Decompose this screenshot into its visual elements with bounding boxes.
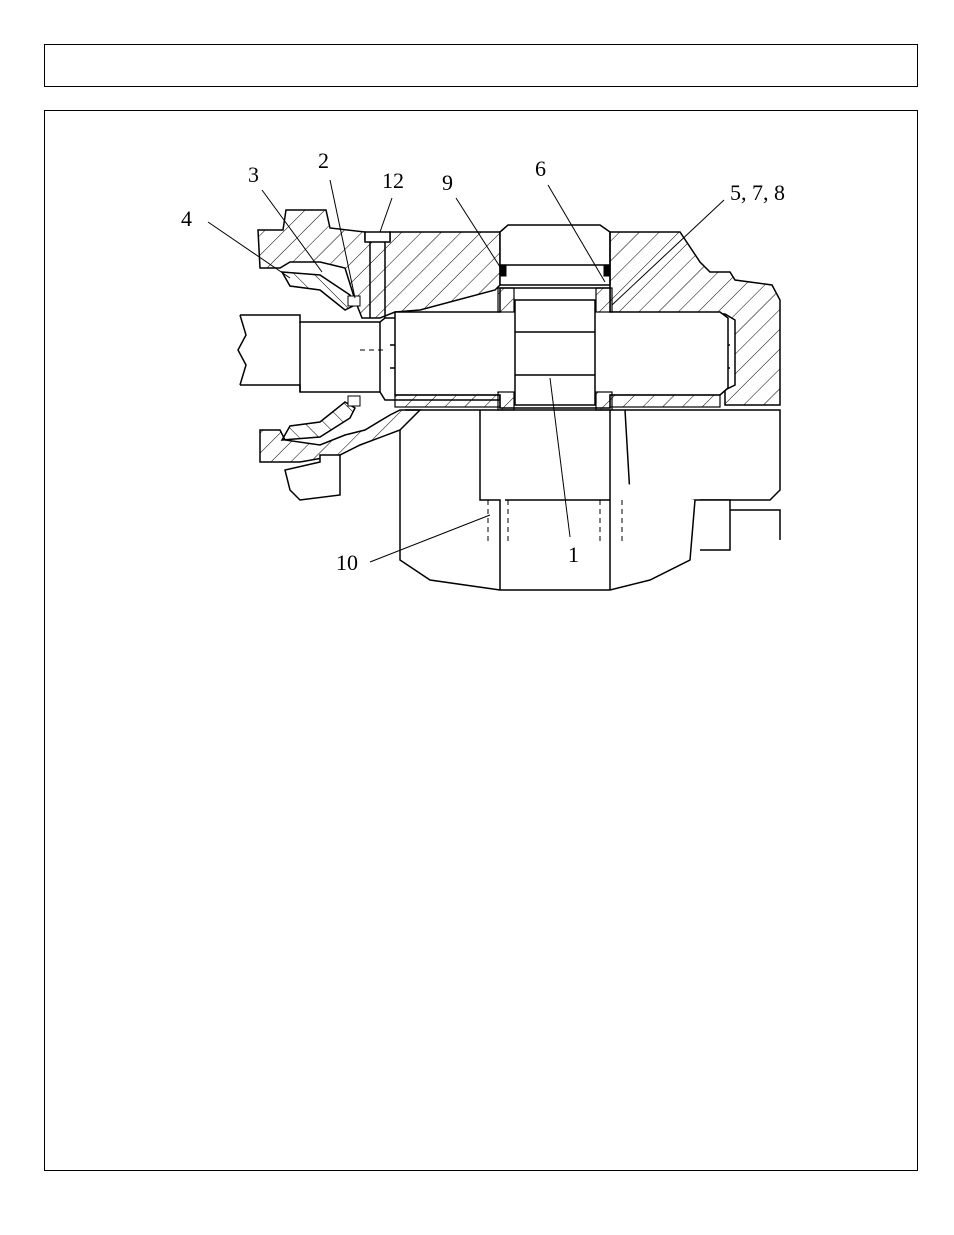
callout-12: 12 [382, 168, 404, 193]
callout-1: 1 [568, 542, 579, 567]
callout-10: 10 [336, 550, 358, 575]
callout-9: 9 [442, 170, 453, 195]
callout-2: 2 [318, 148, 329, 173]
callout-4: 4 [181, 206, 192, 231]
callout-3: 3 [248, 162, 259, 187]
callout-6: 6 [535, 156, 546, 181]
housing-lower-body [400, 410, 780, 590]
callout-5-7-8: 5, 7, 8 [730, 180, 785, 205]
housing-upper-left [258, 210, 500, 318]
housing-upper-center [500, 225, 610, 285]
